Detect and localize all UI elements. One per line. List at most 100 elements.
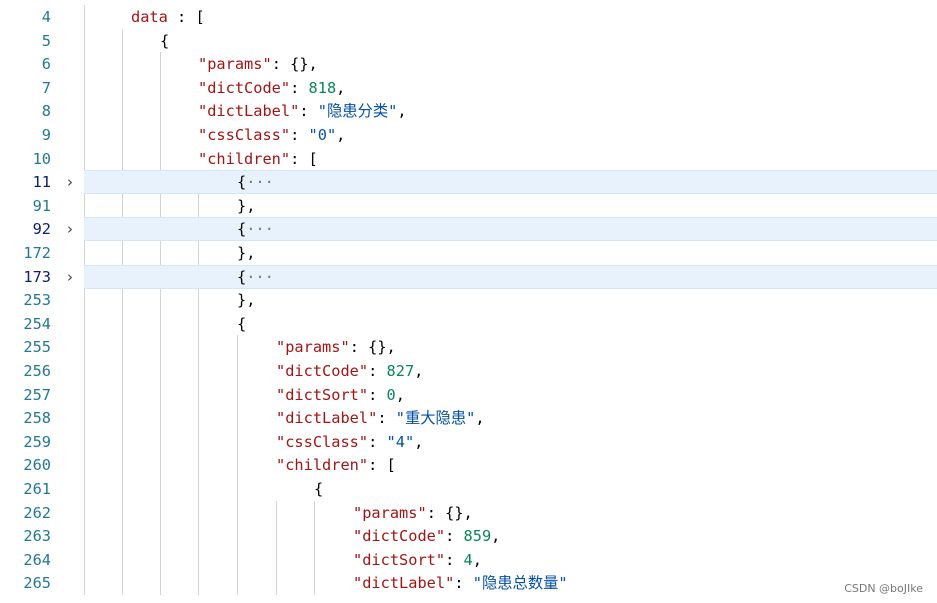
code-token: "dictSort" <box>276 385 369 404</box>
line-number: 258 <box>23 409 51 428</box>
code-text: }, <box>237 288 255 312</box>
code-token: , <box>414 432 424 451</box>
code-line[interactable]: 11›{··· <box>0 170 937 195</box>
code-text: "cssClass": "4", <box>276 430 423 454</box>
chevron-right-icon[interactable]: › <box>67 173 73 192</box>
code-line[interactable]: 5{ <box>0 29 937 53</box>
code-line[interactable]: 261{ <box>0 477 937 501</box>
fold-ellipsis[interactable]: ··· <box>246 173 274 192</box>
code-token: "dictLabel" <box>353 574 455 593</box>
code-token: }, <box>237 244 256 262</box>
indent-guide <box>84 5 85 595</box>
code-token: , <box>336 78 346 97</box>
code-line[interactable]: 257"dictSort": 0, <box>0 383 937 407</box>
code-text: "params": {}, <box>276 335 396 359</box>
code-token: : [ <box>368 456 396 475</box>
code-line[interactable]: 7"dictCode": 818, <box>0 76 937 100</box>
chevron-right-icon[interactable]: › <box>67 220 73 239</box>
code-text: "dictLabel": "隐患分类", <box>198 99 407 123</box>
code-text: }, <box>237 241 255 265</box>
code-line[interactable]: 253}, <box>0 288 937 312</box>
fold-ellipsis[interactable]: ··· <box>246 267 274 286</box>
code-text: "params": {}, <box>353 501 473 525</box>
code-token: }, <box>237 196 256 215</box>
code-token: 818 <box>308 78 337 97</box>
folded-code: {··· <box>237 217 274 241</box>
code-line[interactable]: 4 data : [ <box>0 5 937 29</box>
code-line[interactable]: 258"dictLabel": "重大隐患", <box>0 406 937 430</box>
code-line[interactable]: 172}, <box>0 241 937 265</box>
code-token: : <box>368 432 387 451</box>
line-number: 264 <box>23 550 51 569</box>
indent-guide <box>237 335 238 595</box>
code-token: "dictLabel" <box>276 409 378 428</box>
code-token: "dictCode" <box>353 527 446 546</box>
code-token: : <box>290 78 309 97</box>
code-line[interactable]: 91}, <box>0 194 937 218</box>
code-line[interactable]: 256 "dictCode": 827, <box>0 359 937 383</box>
code-token: { <box>237 173 247 192</box>
code-token: , <box>491 527 501 546</box>
folded-code: {··· <box>237 170 274 194</box>
code-token: { <box>237 314 247 333</box>
code-text: "dictSort": 4, <box>353 548 482 572</box>
code-line[interactable]: 263"dictCode": 859, <box>0 524 937 548</box>
code-token: { <box>314 480 324 498</box>
code-line[interactable]: 262 "params": {}, <box>0 501 937 525</box>
code-line[interactable]: 265 "dictLabel": "隐患总数量" <box>0 571 937 595</box>
line-number: 254 <box>23 314 51 333</box>
code-line[interactable]: 92›{··· <box>0 217 937 242</box>
code-token: "隐患总数量" <box>472 574 568 593</box>
line-number: 265 <box>23 574 51 593</box>
code-token: : [ <box>290 149 318 168</box>
code-token: "dictLabel" <box>198 102 300 121</box>
code-token: : <box>368 362 387 380</box>
code-token: "4" <box>386 432 415 451</box>
code-token: , <box>414 362 424 380</box>
code-line[interactable]: 255"params": {}, <box>0 335 937 359</box>
line-number: 9 <box>41 126 51 144</box>
code-token: "params" <box>198 55 272 74</box>
line-number: 256 <box>23 362 51 380</box>
code-text: "dictLabel": "隐患总数量" <box>353 571 568 595</box>
line-number: 91 <box>32 196 51 215</box>
code-line[interactable]: 259 "cssClass": "4", <box>0 430 937 454</box>
line-number: 172 <box>23 244 51 262</box>
code-token: data <box>131 8 168 26</box>
code-line[interactable]: 9"cssClass": "0", <box>0 123 937 147</box>
line-number: 6 <box>41 55 51 74</box>
code-token: 827 <box>386 362 415 380</box>
indent-guide <box>160 52 161 595</box>
code-token: "cssClass" <box>276 432 369 451</box>
code-token: { <box>160 31 170 50</box>
code-line[interactable]: 260"children": [ <box>0 453 937 477</box>
code-token: : <box>445 550 464 569</box>
code-token: , <box>395 385 405 404</box>
code-text: "children": [ <box>198 147 318 171</box>
chevron-right-icon[interactable]: › <box>67 267 73 286</box>
code-text: { <box>314 477 323 501</box>
code-token: "dictCode" <box>276 362 369 380</box>
code-line[interactable]: 173 › {··· <box>0 264 937 289</box>
line-number: 259 <box>23 432 51 451</box>
code-line[interactable]: 10"children": [ <box>0 147 937 171</box>
code-line[interactable]: 6"params": {}, <box>0 52 937 76</box>
code-line[interactable]: 8"dictLabel": "隐患分类", <box>0 99 937 123</box>
code-token: { <box>237 220 247 239</box>
line-number: 4 <box>41 8 51 26</box>
fold-ellipsis[interactable]: ··· <box>246 220 274 239</box>
code-token: : <box>299 102 318 121</box>
line-number: 260 <box>23 456 51 475</box>
code-text: data : [ <box>131 5 205 29</box>
code-token: : {}, <box>349 338 396 357</box>
code-token: , <box>397 102 407 121</box>
code-token: "dictCode" <box>198 78 291 97</box>
code-line[interactable]: 254 { <box>0 312 937 336</box>
line-number: 262 <box>23 503 51 522</box>
code-text: }, <box>237 194 255 218</box>
code-line[interactable]: 264 "dictSort": 4, <box>0 548 937 572</box>
line-number: 173 <box>23 267 51 286</box>
indent-guide <box>276 500 277 595</box>
code-token: { <box>237 267 247 286</box>
